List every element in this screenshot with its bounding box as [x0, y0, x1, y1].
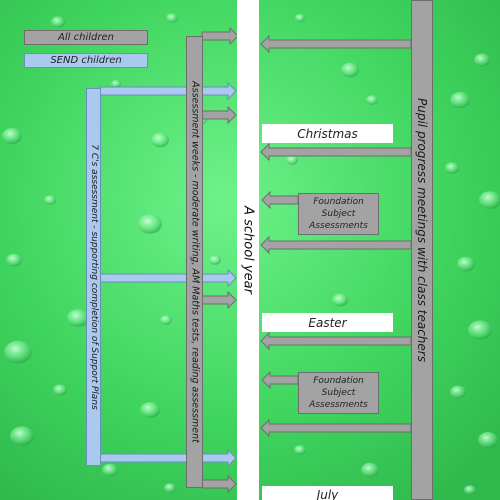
water-drop	[332, 293, 348, 307]
water-drop	[366, 95, 378, 105]
send-assessment-column: 7 C's assessment - supporting completion…	[86, 88, 101, 466]
school-year-bar: A school year	[237, 0, 259, 500]
water-drop	[361, 462, 379, 478]
christmas-label: Christmas	[297, 126, 358, 141]
school-year-label: A school year	[240, 206, 256, 294]
send-arrow-spring	[99, 268, 237, 288]
foundation-assessment-box-1: Foundation Subject Assessments	[298, 193, 379, 235]
water-drop	[468, 320, 492, 340]
water-drop	[44, 195, 56, 205]
water-drop	[478, 432, 498, 448]
progress-arrow-2	[260, 142, 412, 162]
progress-arrow-1	[260, 34, 412, 54]
pupil-progress-column: Pupil progress meetings with class teach…	[411, 0, 433, 500]
progress-arrow-5	[260, 418, 412, 438]
water-drop	[53, 384, 67, 396]
water-drop	[450, 92, 470, 108]
water-drop	[209, 255, 221, 265]
easter-label: Easter	[308, 315, 347, 330]
foundation-assessment-box-2: Foundation Subject Assessments	[298, 372, 379, 414]
water-drop	[295, 14, 305, 22]
foundation-arrow-1	[261, 190, 299, 210]
water-drop	[457, 256, 475, 272]
assessment-arrow-2	[201, 105, 237, 125]
july-label: July	[316, 488, 339, 500]
assessment-weeks-label: Assessment weeks - moderate writing, AM …	[189, 81, 200, 443]
foundation-arrow-2	[261, 370, 299, 390]
water-drop	[138, 214, 162, 234]
legend-send-children: SEND children	[24, 53, 148, 68]
water-drop	[286, 155, 298, 165]
water-drop	[445, 162, 459, 174]
water-drop	[51, 16, 65, 28]
july-band: July	[262, 486, 393, 500]
water-drop	[2, 128, 22, 144]
pupil-progress-label: Pupil progress meetings with class teach…	[415, 98, 429, 363]
water-drop	[151, 132, 169, 148]
christmas-band: Christmas	[262, 124, 393, 143]
foundation-assessment-label-1: Foundation Subject Assessments	[309, 197, 368, 231]
easter-band: Easter	[262, 313, 393, 332]
water-drop	[474, 53, 490, 67]
water-drop	[294, 445, 306, 455]
water-drop	[341, 62, 359, 78]
water-drop	[164, 483, 176, 493]
water-drop	[450, 385, 466, 399]
send-arrow-autumn	[99, 81, 237, 101]
water-drop	[464, 485, 476, 495]
send-column-label: 7 C's assessment - supporting completion…	[88, 144, 99, 410]
assessment-arrow-3	[201, 290, 237, 310]
water-drop	[111, 80, 121, 88]
water-drop	[140, 402, 160, 418]
progress-arrow-4	[260, 331, 412, 351]
send-arrow-summer	[99, 448, 237, 468]
water-drop	[4, 340, 32, 364]
legend-all-children-label: All children	[58, 32, 114, 43]
assessment-weeks-column: Assessment weeks - moderate writing, AM …	[186, 36, 203, 488]
assessment-arrow-4	[201, 474, 237, 494]
water-drop	[6, 253, 22, 267]
assessment-arrow-1	[201, 26, 239, 46]
foundation-assessment-label-2: Foundation Subject Assessments	[309, 376, 368, 410]
water-drop	[67, 309, 89, 327]
progress-arrow-3	[260, 235, 412, 255]
water-drop	[166, 13, 178, 23]
water-drop	[10, 426, 34, 446]
legend-all-children: All children	[24, 30, 148, 45]
water-drop	[160, 315, 172, 325]
water-drop	[479, 191, 500, 209]
water-drop	[102, 463, 118, 477]
legend-send-children-label: SEND children	[50, 55, 122, 66]
